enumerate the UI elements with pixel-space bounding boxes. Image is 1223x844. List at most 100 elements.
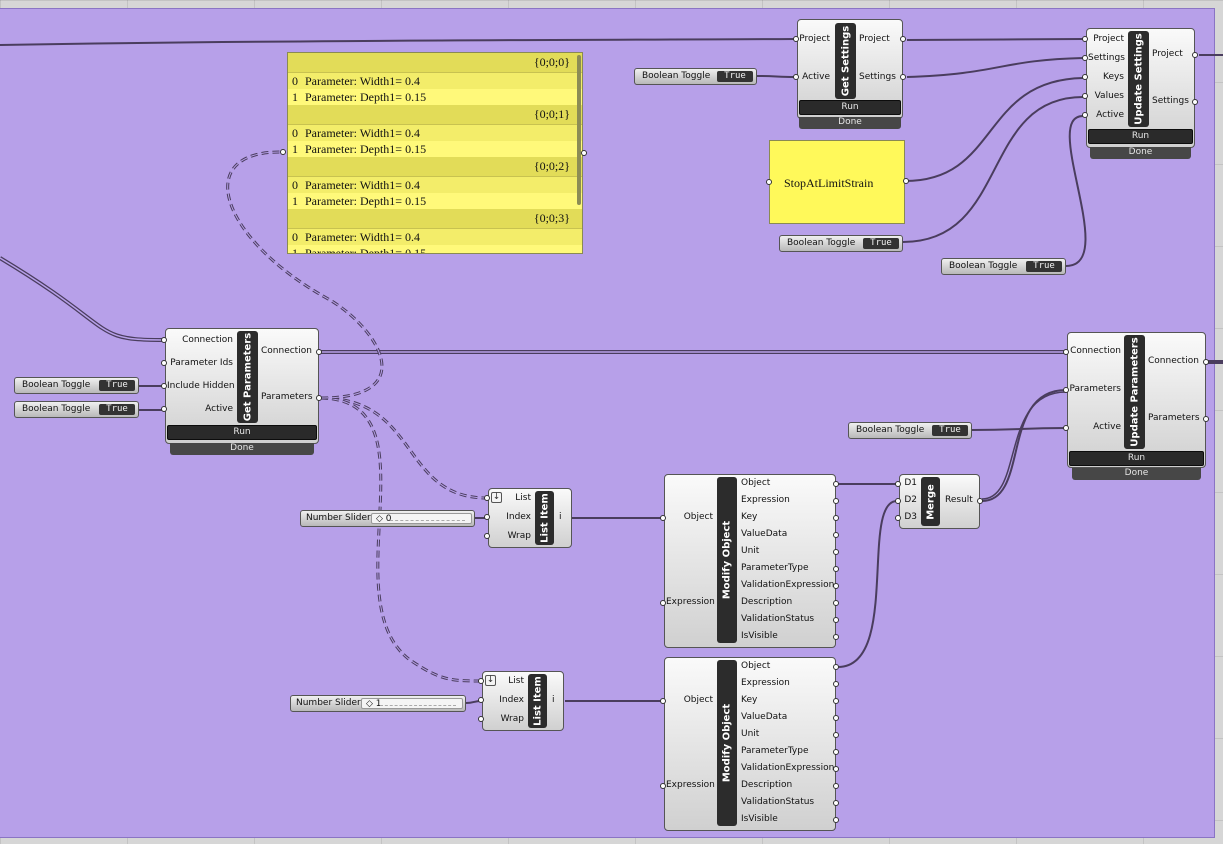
output-port[interactable]: [833, 515, 839, 521]
toggle-value[interactable]: True: [99, 404, 135, 415]
toggle-value[interactable]: True: [717, 71, 753, 82]
component-caption[interactable]: List Item: [528, 674, 547, 728]
input-port[interactable]: [161, 360, 167, 366]
boolean-toggle[interactable]: Boolean Toggle True: [14, 377, 139, 394]
output-port[interactable]: [833, 766, 839, 772]
input-port[interactable]: [660, 698, 666, 704]
input-port[interactable]: [660, 783, 666, 789]
input-port[interactable]: [484, 533, 490, 539]
output-port[interactable]: [833, 498, 839, 504]
component-caption[interactable]: Merge: [921, 477, 940, 526]
input-port[interactable]: [1063, 387, 1069, 393]
input-port[interactable]: [895, 481, 901, 487]
get-parameters-component[interactable]: Connection Parameter Ids Include Hidden …: [161, 328, 322, 456]
output-port[interactable]: [833, 698, 839, 704]
panel-output-port[interactable]: [581, 150, 587, 156]
input-port[interactable]: [161, 406, 167, 412]
output-port[interactable]: [833, 732, 839, 738]
output-port[interactable]: [833, 800, 839, 806]
number-slider[interactable]: Number Slider ◇ 1: [290, 695, 466, 712]
output-port[interactable]: [977, 498, 983, 504]
get-settings-component[interactable]: Project Active Get Settings Project Sett…: [793, 19, 906, 131]
input-port[interactable]: [895, 515, 901, 521]
output-port[interactable]: [833, 783, 839, 789]
input-port[interactable]: [1082, 93, 1088, 99]
component-caption[interactable]: Get Parameters: [237, 331, 258, 423]
output-port[interactable]: [900, 74, 906, 80]
run-button[interactable]: Run: [167, 425, 317, 440]
modify-object-component[interactable]: Object Expression Modify Object Object E…: [660, 474, 839, 648]
input-port[interactable]: [484, 495, 490, 501]
note-output-port[interactable]: [903, 178, 909, 184]
run-button[interactable]: Run: [1088, 129, 1193, 144]
input-port[interactable]: [660, 515, 666, 521]
modify-object-component[interactable]: Object Expression Modify Object Object E…: [660, 657, 839, 831]
panel-scrollbar[interactable]: [577, 55, 581, 205]
slider-track[interactable]: ◇ 0: [371, 513, 472, 524]
output-port[interactable]: [1192, 52, 1198, 58]
update-parameters-component[interactable]: Connection Parameters Active Update Para…: [1063, 332, 1209, 482]
toggle-value[interactable]: True: [932, 425, 968, 436]
output-port[interactable]: [316, 349, 322, 355]
run-button[interactable]: Run: [1069, 451, 1204, 466]
toggle-value[interactable]: True: [863, 238, 899, 249]
component-caption[interactable]: Update Parameters: [1124, 335, 1145, 449]
input-port[interactable]: [793, 74, 799, 80]
component-caption[interactable]: List Item: [535, 491, 554, 545]
download-arrow-icon[interactable]: ↓: [491, 492, 502, 503]
input-port[interactable]: [1082, 74, 1088, 80]
input-port[interactable]: [1082, 112, 1088, 118]
text-panel[interactable]: StopAtLimitStrain: [766, 140, 905, 224]
output-port[interactable]: [833, 681, 839, 687]
merge-component[interactable]: D1 D2 D3 Merge Result: [895, 474, 983, 529]
toggle-value[interactable]: True: [1026, 261, 1062, 272]
output-port[interactable]: [833, 817, 839, 823]
input-port[interactable]: [1063, 425, 1069, 431]
run-button[interactable]: Run: [799, 100, 901, 115]
input-port[interactable]: [793, 36, 799, 42]
component-caption[interactable]: Modify Object: [717, 660, 737, 826]
boolean-toggle[interactable]: Boolean Toggle True: [848, 422, 972, 439]
update-settings-component[interactable]: Project Settings Keys Values Active Upda…: [1082, 28, 1198, 160]
download-arrow-icon[interactable]: ↓: [485, 675, 496, 686]
number-slider[interactable]: Number Slider ◇ 0: [300, 510, 475, 527]
output-port[interactable]: [833, 664, 839, 670]
note-input-port[interactable]: [766, 179, 772, 185]
output-port[interactable]: [833, 749, 839, 755]
boolean-toggle[interactable]: Boolean Toggle True: [14, 401, 139, 418]
output-port[interactable]: [900, 36, 906, 42]
component-caption[interactable]: Modify Object: [717, 477, 737, 643]
input-port[interactable]: [478, 716, 484, 722]
input-port[interactable]: [484, 514, 490, 520]
panel-input-port[interactable]: [280, 149, 286, 155]
output-port[interactable]: [833, 583, 839, 589]
output-port[interactable]: [1192, 99, 1198, 105]
input-port[interactable]: [895, 498, 901, 504]
output-port[interactable]: [833, 549, 839, 555]
output-port[interactable]: [833, 566, 839, 572]
boolean-toggle[interactable]: Boolean Toggle True: [941, 258, 1066, 275]
component-caption[interactable]: Update Settings: [1128, 31, 1149, 127]
input-port[interactable]: [660, 600, 666, 606]
output-port[interactable]: [833, 600, 839, 606]
slider-track[interactable]: ◇ 1: [361, 698, 463, 709]
output-port[interactable]: [833, 481, 839, 487]
output-port[interactable]: [1203, 359, 1209, 365]
output-port[interactable]: [833, 715, 839, 721]
output-port[interactable]: [1203, 416, 1209, 422]
output-port[interactable]: [316, 395, 322, 401]
boolean-toggle[interactable]: Boolean Toggle True: [779, 235, 903, 252]
output-port[interactable]: [833, 617, 839, 623]
input-port[interactable]: [161, 337, 167, 343]
input-port[interactable]: [1063, 349, 1069, 355]
output-port[interactable]: [833, 634, 839, 640]
boolean-toggle[interactable]: Boolean Toggle True: [634, 68, 757, 85]
component-caption[interactable]: Get Settings: [835, 23, 856, 99]
input-port[interactable]: [161, 383, 167, 389]
input-port[interactable]: [478, 697, 484, 703]
toggle-value[interactable]: True: [99, 380, 135, 391]
list-item-component[interactable]: ↓ List Index Wrap List Item i: [478, 671, 564, 731]
output-port[interactable]: [833, 532, 839, 538]
